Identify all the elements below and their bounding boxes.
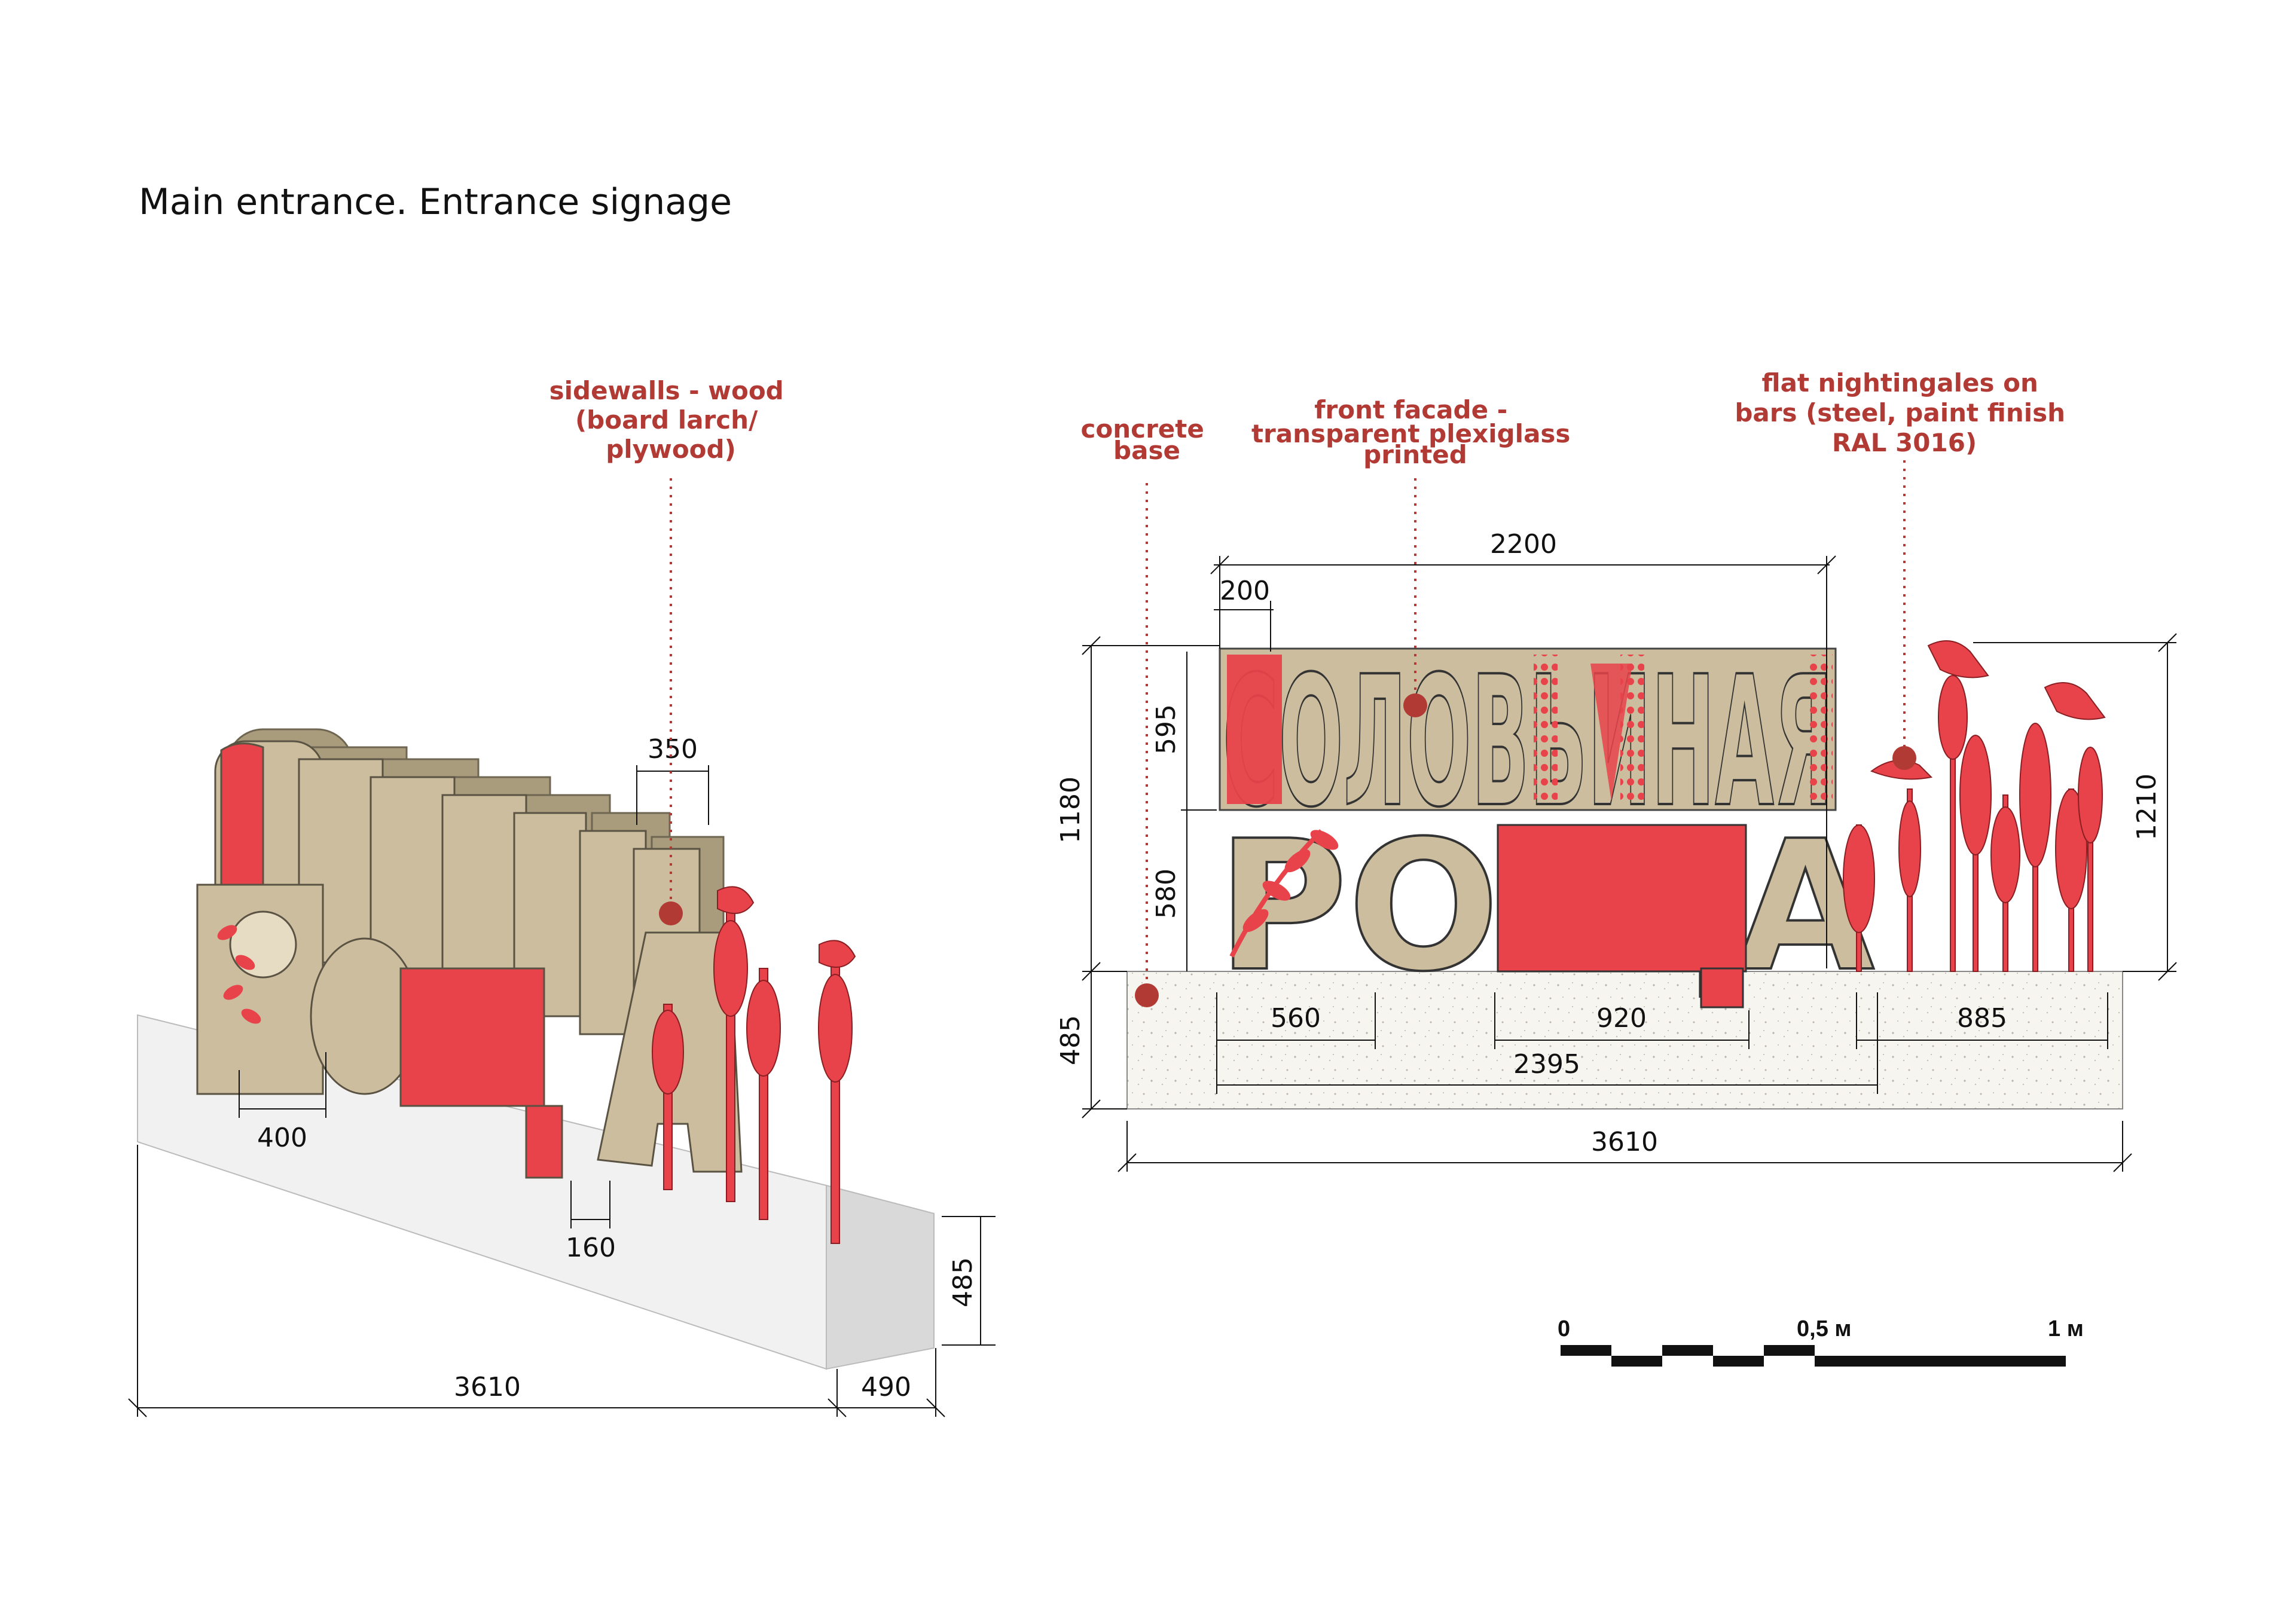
callout-nightingales: flat nightingales on bars (steel, paint …	[1735, 368, 2074, 457]
front-dimension-lines	[1082, 556, 2176, 1172]
front-nightingale-bars	[1843, 640, 2106, 972]
iso-dim-350: 350	[648, 734, 698, 765]
sidewalls-marker	[659, 901, 683, 925]
callout-sidewalls: sidewalls - wood (board larch/ plywood)	[549, 376, 793, 464]
iso-dim-160: 160	[566, 1233, 616, 1263]
front-letters-line1: СОЛОВЬИНАЯ	[1219, 637, 1837, 848]
front-dim-580: 580	[1151, 869, 1181, 919]
scale-label-half: 0,5 м	[1797, 1316, 1852, 1341]
iso-dim-3610: 3610	[454, 1372, 521, 1402]
front-letters-line2: РОЩА	[1216, 801, 1877, 1012]
callout-front-facade: front facade - transparent plexiglass pr…	[1251, 395, 1579, 469]
iso-base-side	[826, 1184, 935, 1370]
bird-3	[2044, 682, 2106, 720]
front-dim-560: 560	[1271, 1003, 1321, 1034]
scale-label-0: 0	[1558, 1316, 1570, 1341]
front-dim-2395: 2395	[1513, 1049, 1580, 1080]
iso-letters	[196, 728, 743, 1179]
front-view: СОЛОВЬИНАЯ РОЩА	[1055, 368, 2177, 1172]
front-dim-1180: 1180	[1055, 777, 1086, 843]
iso-dim-485: 485	[948, 1257, 978, 1307]
scale-bar: 0 0,5 м 1 м	[1558, 1316, 2084, 1367]
callout-concrete: concrete base	[1081, 414, 1213, 465]
front-dim-920: 920	[1596, 1003, 1647, 1034]
front-dim-1210: 1210	[2132, 774, 2162, 840]
iso-dim-490: 490	[861, 1372, 911, 1402]
front-dim-3610: 3610	[1591, 1127, 1658, 1157]
bird-1	[1927, 640, 1989, 678]
isometric-view: 350 400 160 485 3610 490 sidewalls - woo…	[128, 376, 996, 1417]
front-dim-595: 595	[1151, 704, 1181, 754]
page-title: Main entrance. Entrance signage	[139, 181, 732, 223]
iso-dimension-lines	[128, 765, 996, 1417]
nightingales-marker	[1892, 746, 1916, 770]
iso-dim-400: 400	[257, 1123, 307, 1153]
front-dim-200: 200	[1220, 576, 1270, 606]
front-dimension-ticks	[1082, 555, 2177, 1172]
scale-label-1: 1 м	[2048, 1316, 2084, 1341]
sign-line1: СОЛОВЬИНАЯ	[1223, 638, 1833, 846]
front-dim-2200: 2200	[1490, 529, 1557, 560]
front-dim-885: 885	[1957, 1003, 2007, 1034]
bird-2	[1870, 760, 1933, 780]
iso-nightingale-bars	[652, 886, 856, 1244]
front-dim-485: 485	[1055, 1015, 1086, 1065]
front-facade-marker	[1403, 693, 1427, 717]
concrete-marker	[1135, 983, 1159, 1007]
